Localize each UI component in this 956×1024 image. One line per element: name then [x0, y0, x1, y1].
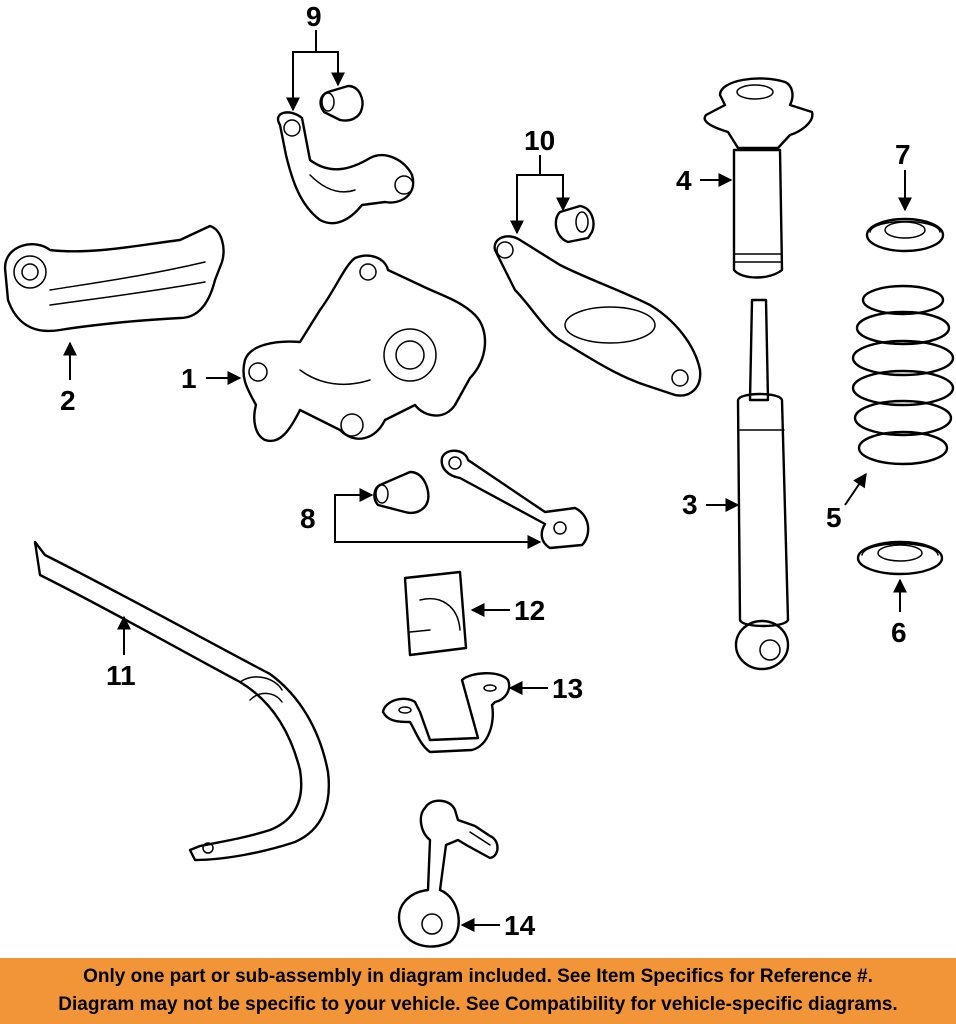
- callout-13: 13: [552, 673, 583, 704]
- callout-7: 7: [895, 139, 911, 170]
- callout-8-lead: [334, 488, 542, 549]
- part-4-strut-mount[interactable]: [703, 77, 814, 279]
- part-13-bracket[interactable]: [381, 672, 511, 754]
- callout-8: 8: [300, 503, 316, 534]
- disclaimer-line-2: Diagram may not be specific to your vehi…: [58, 994, 898, 1015]
- parts-diagram: 1 2 3 4 5 6 7 8 9 10 11 12 13 14: [3, 1, 955, 948]
- callout-1: 1: [181, 363, 197, 394]
- part-9-bushing[interactable]: [319, 84, 364, 122]
- part-14-link[interactable]: [397, 799, 499, 948]
- disclaimer-banner: Only one part or sub-assembly in diagram…: [0, 958, 956, 1024]
- callout-6: 6: [891, 617, 907, 648]
- part-11-stabilizer-bar[interactable]: [33, 540, 330, 862]
- part-9-upper-arm[interactable]: [276, 111, 415, 225]
- callout-14: 14: [504, 910, 536, 941]
- callout-4: 4: [676, 165, 692, 196]
- part-7-upper-seat[interactable]: [865, 217, 945, 253]
- part-10-lower-arm[interactable]: [493, 235, 702, 397]
- part-5-coil-spring[interactable]: [851, 284, 955, 466]
- callout-10: 10: [524, 125, 555, 156]
- part-8-bushing[interactable]: [373, 470, 430, 514]
- part-8-lateral-link[interactable]: [440, 449, 590, 550]
- part-12-bushing[interactable]: [403, 570, 468, 657]
- callout-9-lead: [286, 30, 345, 112]
- callout-2: 2: [60, 385, 76, 416]
- callout-3: 3: [682, 489, 698, 520]
- callout-11: 11: [106, 660, 136, 691]
- callout-9: 9: [306, 1, 322, 32]
- callout-10-lead: [510, 155, 570, 235]
- part-6-lower-seat[interactable]: [856, 540, 944, 576]
- callout-12: 12: [514, 595, 545, 626]
- callout-5-lead: [844, 472, 867, 506]
- part-3-shock[interactable]: [734, 298, 790, 671]
- part-10-bushing[interactable]: [554, 204, 595, 244]
- part-1-knuckle[interactable]: [242, 254, 487, 443]
- part-2-trailing-arm[interactable]: [3, 224, 225, 333]
- callout-5: 5: [826, 502, 842, 533]
- disclaimer-line-1: Only one part or sub-assembly in diagram…: [83, 966, 873, 987]
